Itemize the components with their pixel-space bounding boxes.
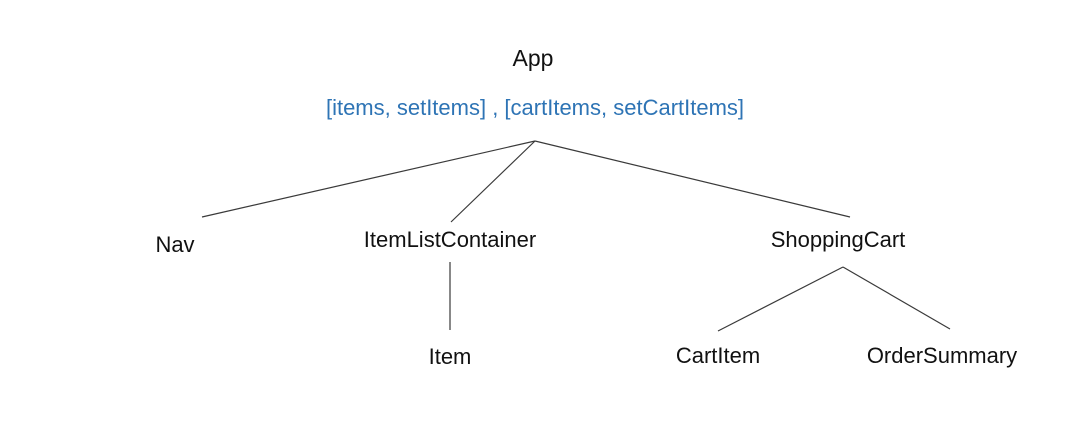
edge-app-itemlistcontainer	[450, 140, 536, 223]
node-nav: Nav	[155, 232, 195, 257]
node-shopping-cart: ShoppingCart	[770, 227, 906, 252]
app-state-hooks-label: [items, setItems] , [cartItems, setCartI…	[325, 95, 745, 120]
node-item: Item	[428, 344, 472, 369]
node-order-summary: OrderSummary	[866, 343, 1018, 368]
node-item-list-container: ItemListContainer	[363, 227, 537, 252]
edge-shoppingcart-cartitem	[717, 266, 844, 332]
node-app: App	[512, 45, 554, 71]
edge-app-shoppingcart	[534, 140, 851, 218]
edge-shoppingcart-ordersummary	[842, 266, 951, 330]
edge-app-nav	[201, 140, 536, 218]
node-cart-item: CartItem	[675, 343, 761, 368]
